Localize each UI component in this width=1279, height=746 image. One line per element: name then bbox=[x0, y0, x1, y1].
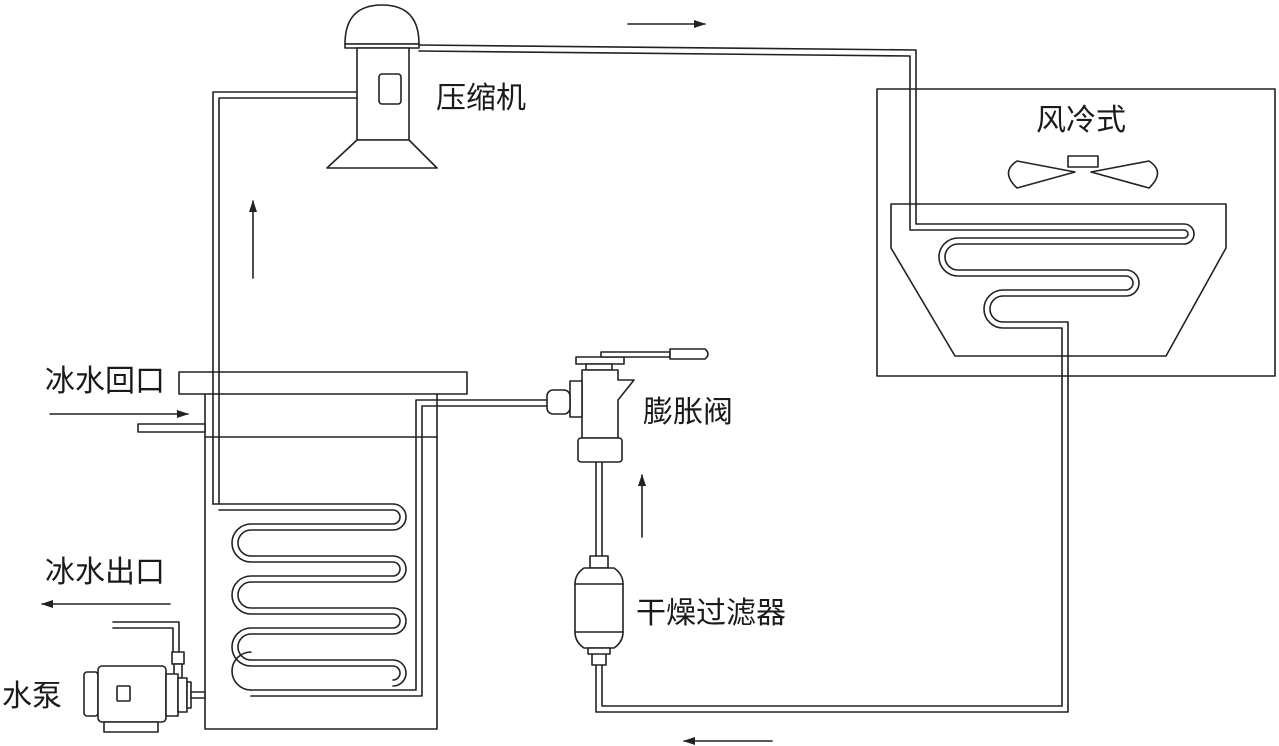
expansion-valve-label: 膨胀阀 bbox=[643, 395, 733, 430]
compressor-label: 压缩机 bbox=[436, 81, 526, 116]
air-cooled-condenser bbox=[876, 88, 1276, 707]
liquid-pipe bbox=[595, 662, 1069, 713]
flow-arrows bbox=[41, 20, 773, 745]
drier-filter bbox=[574, 555, 624, 666]
valve-to-evaporator-pipe bbox=[250, 399, 548, 697]
discharge-pipe bbox=[418, 44, 917, 207]
air-cooled-label: 风冷式 bbox=[1036, 103, 1126, 138]
expansion-valve bbox=[546, 348, 709, 463]
compressor bbox=[326, 4, 438, 169]
filter-to-valve-pipe bbox=[595, 461, 603, 557]
water-tank bbox=[137, 371, 468, 730]
suction-pipe bbox=[212, 91, 358, 505]
fan-icon bbox=[1007, 155, 1159, 189]
chilled-water-outlet-label: 冰水出口 bbox=[45, 555, 165, 590]
water-pump-label: 水泵 bbox=[2, 679, 62, 714]
evaporator-coil bbox=[212, 503, 407, 691]
condenser-coil bbox=[909, 205, 1195, 707]
water-pump bbox=[83, 621, 206, 733]
drier-filter-label: 干燥过滤器 bbox=[636, 596, 786, 631]
chilled-water-return-label: 冰水回口 bbox=[45, 364, 165, 399]
